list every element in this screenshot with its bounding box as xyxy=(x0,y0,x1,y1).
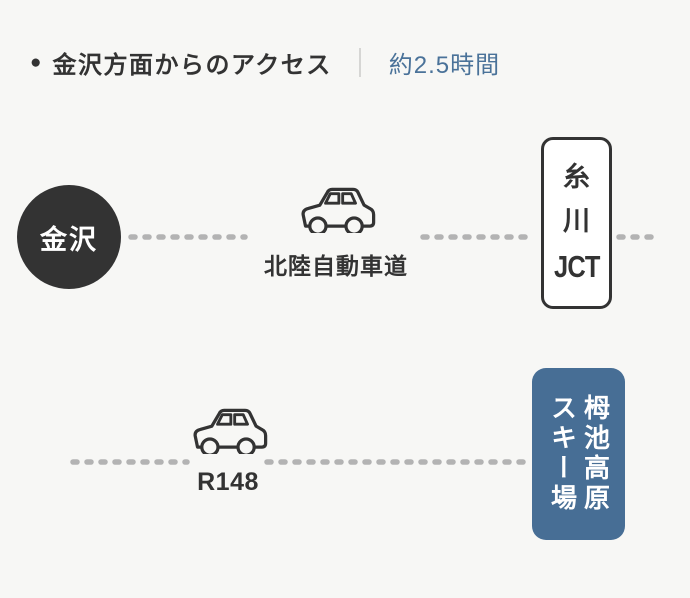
header-divider xyxy=(358,47,361,77)
bullet-icon: ● xyxy=(30,51,42,73)
dotted-line xyxy=(70,459,190,465)
destination-column: 栂池高原 xyxy=(580,394,611,514)
waypoint-badge: 糸 川 JCT xyxy=(541,137,612,309)
car-icon xyxy=(188,404,268,457)
waypoint-char: 糸 xyxy=(563,162,590,193)
dotted-line xyxy=(616,234,658,240)
dotted-line xyxy=(420,234,538,240)
destination-column: スキー場 xyxy=(547,394,578,514)
waypoint-jct-label: JCT xyxy=(553,248,600,284)
car-icon xyxy=(296,183,376,236)
origin-badge: 金沢 xyxy=(17,185,121,289)
section-title: 金沢方面からのアクセス xyxy=(52,51,332,79)
travel-time: 約2.5時間 xyxy=(388,51,501,79)
road-label-r148: R148 xyxy=(197,468,259,496)
road-label-hokuriku: 北陸自動車道 xyxy=(264,253,408,279)
section-header: ● 金沢方面からのアクセス 約2.5時間 xyxy=(30,45,500,79)
waypoint-char: 川 xyxy=(563,205,590,236)
destination-badge: 栂池高原 スキー場 xyxy=(532,368,625,540)
destination-name: 栂池高原 スキー場 xyxy=(546,394,612,514)
dotted-line xyxy=(128,234,248,240)
origin-label: 金沢 xyxy=(40,224,98,255)
dotted-line xyxy=(264,459,530,465)
